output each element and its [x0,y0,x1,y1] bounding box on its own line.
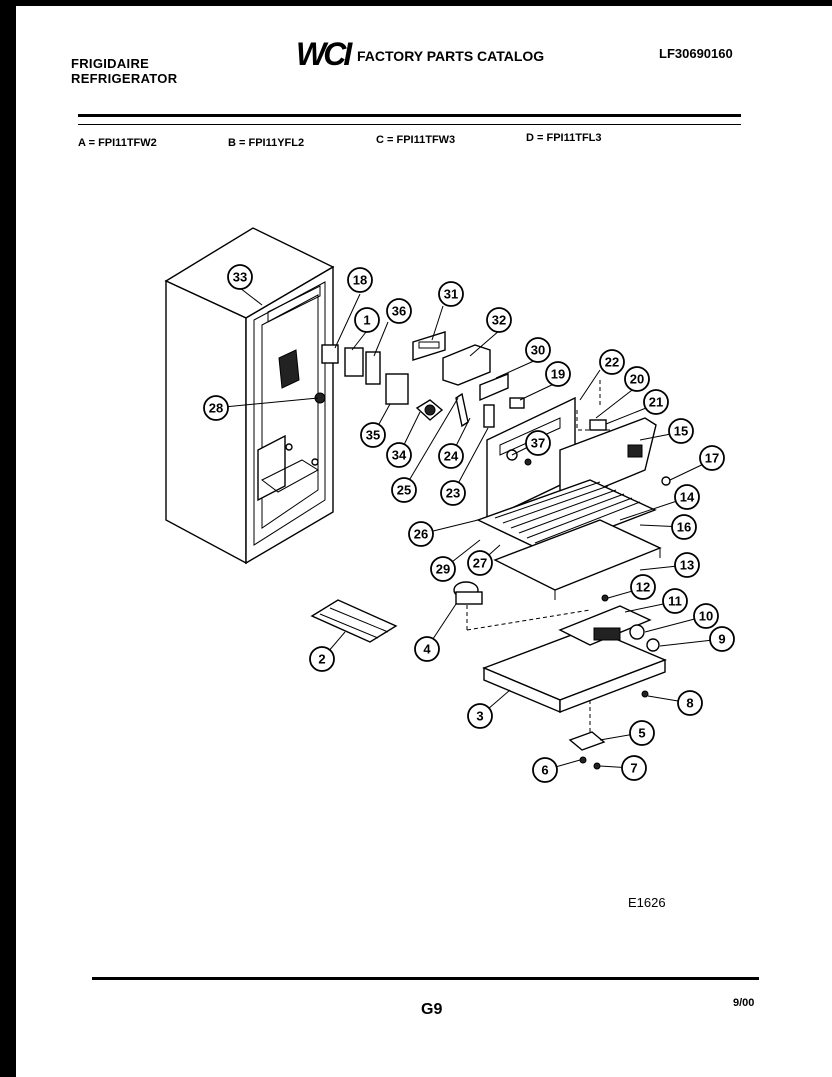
svg-text:35: 35 [366,428,380,443]
callout-22: 22 [599,349,625,375]
callout-13: 13 [674,552,700,578]
svg-text:27: 27 [473,556,487,571]
svg-text:32: 32 [492,313,506,328]
catalog-title: FACTORY PARTS CATALOG [357,48,545,64]
footer-rule [92,977,759,980]
svg-text:16: 16 [677,520,691,535]
model-b: B = FPI11YFL2 [228,137,305,149]
svg-text:9: 9 [718,632,725,647]
svg-text:30: 30 [531,343,545,358]
callout-20: 20 [624,366,650,392]
figure-code: E1626 [628,895,666,910]
svg-text:24: 24 [444,449,459,464]
svg-text:28: 28 [209,401,223,416]
wci-logo: WCI [296,36,352,72]
callout-10: 10 [693,603,719,629]
callout-31: 31 [438,281,464,307]
callout-28: 28 [203,395,229,421]
callout-30: 30 [525,337,551,363]
callout-15: 15 [668,418,694,444]
callout-9: 9 [709,626,735,652]
svg-text:3: 3 [476,709,483,724]
svg-text:36: 36 [392,304,406,319]
callout-25: 25 [391,477,417,503]
svg-text:15: 15 [674,424,688,439]
callout-8: 8 [677,690,703,716]
svg-text:20: 20 [630,372,644,387]
model-d: D = FPI11TFL3 [526,132,602,144]
svg-text:37: 37 [531,436,545,451]
callout-1: 1 [354,307,380,333]
callout-34: 34 [386,442,412,468]
callout-35: 35 [360,422,386,448]
callout-3: 3 [467,703,493,729]
product-type: REFRIGERATOR [71,71,178,86]
page-number: G9 [421,1001,443,1018]
svg-text:6: 6 [541,763,548,778]
callout-16: 16 [671,514,697,540]
svg-text:11: 11 [668,594,682,609]
catalog-code: LF30690160 [659,46,733,61]
callout-21: 21 [643,389,669,415]
callout-26: 26 [408,521,434,547]
brand-name: FRIGIDAIRE [71,56,150,71]
svg-text:18: 18 [353,273,367,288]
callout-29: 29 [430,556,456,582]
svg-text:1: 1 [363,313,370,328]
callout-5: 5 [629,720,655,746]
svg-text:7: 7 [630,761,637,776]
callout-12: 12 [630,574,656,600]
assembly-guide-lines [466,380,610,735]
svg-text:17: 17 [705,451,719,466]
callout-11: 11 [662,588,688,614]
callout-19: 19 [545,361,571,387]
svg-text:26: 26 [414,527,428,542]
callout-14: 14 [674,484,700,510]
callout-32: 32 [486,307,512,333]
header-rule-thin [78,124,741,125]
svg-text:22: 22 [605,355,619,370]
svg-text:10: 10 [699,609,713,624]
callout-18: 18 [347,267,373,293]
svg-text:31: 31 [444,287,458,302]
upper-components [321,331,607,431]
shelf-assembly [476,479,662,600]
callout-6: 6 [532,757,558,783]
svg-text:21: 21 [649,395,663,410]
model-a: A = FPI11TFW2 [78,137,157,149]
svg-text:33: 33 [233,270,247,285]
header-rule-thick [78,114,741,117]
callout-17: 17 [699,445,725,471]
model-c: C = FPI11TFW3 [376,134,456,146]
callout-27: 27 [467,550,493,576]
svg-text:8: 8 [686,696,693,711]
callout-4: 4 [414,636,440,662]
callout-2: 2 [309,646,335,672]
callout-24: 24 [438,443,464,469]
callout-33: 33 [227,264,253,290]
svg-text:34: 34 [392,448,407,463]
svg-text:4: 4 [423,642,431,657]
svg-text:5: 5 [638,726,645,741]
svg-text:12: 12 [636,580,650,595]
callout-23: 23 [440,480,466,506]
callouts: 33 18 1 36 31 32 30 19 22 20 21 15 17 14… [203,264,735,783]
revision-date: 9/00 [733,997,755,1009]
svg-text:25: 25 [397,483,411,498]
brand-block: FRIGIDAIRE REFRIGERATOR [71,56,177,86]
callout-37: 37 [525,430,551,456]
callout-7: 7 [621,755,647,781]
callout-36: 36 [386,298,412,324]
svg-text:14: 14 [680,490,695,505]
svg-text:2: 2 [318,652,325,667]
svg-text:13: 13 [680,558,694,573]
svg-text:29: 29 [436,562,450,577]
svg-text:19: 19 [551,367,565,382]
svg-text:23: 23 [446,486,460,501]
